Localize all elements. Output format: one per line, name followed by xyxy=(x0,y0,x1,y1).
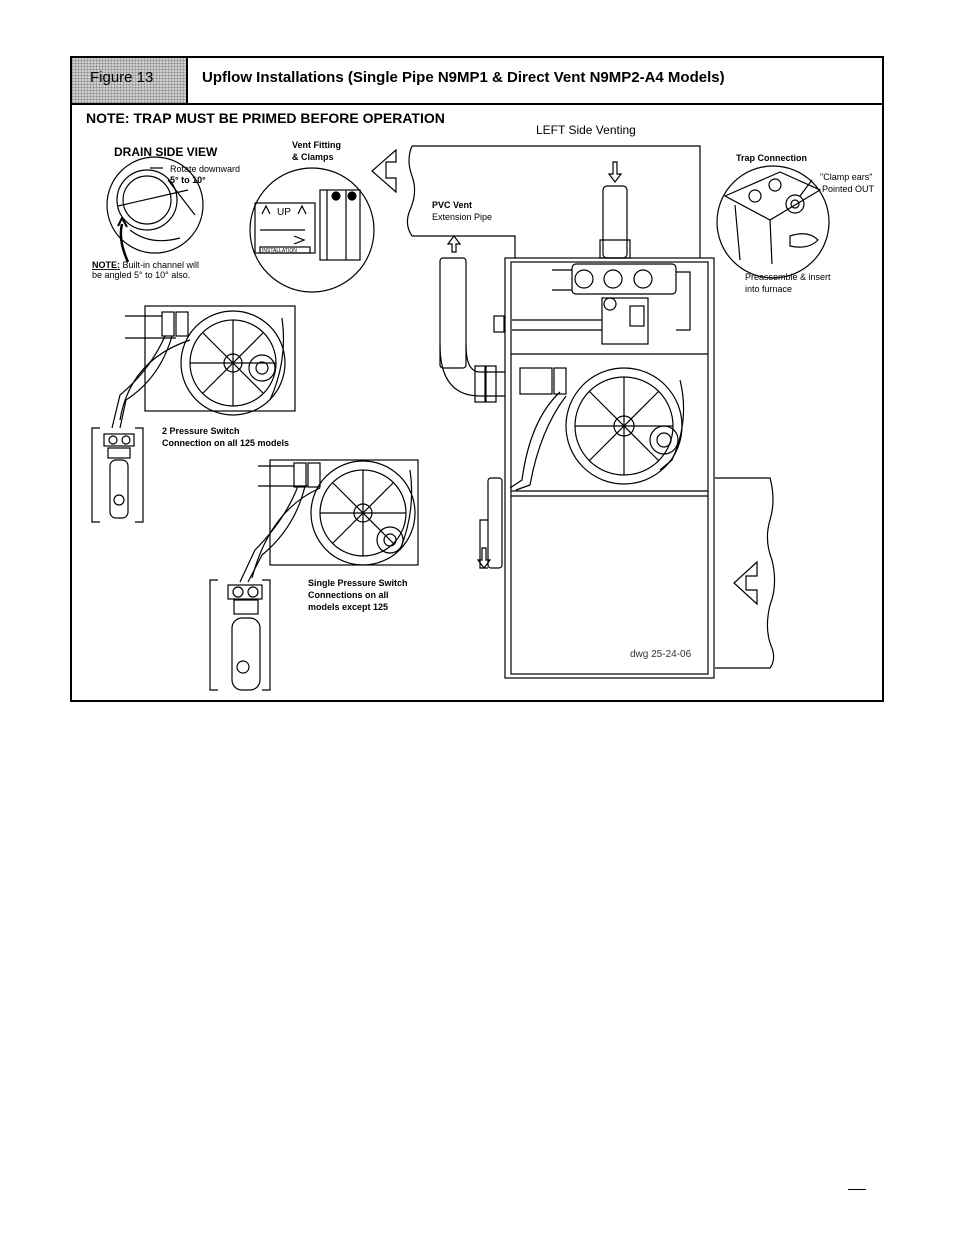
figure-number: Figure 13 xyxy=(90,69,154,86)
figure-frame: Figure 13 Upflow Installations (Single P… xyxy=(70,56,884,702)
vent-fitting-detail xyxy=(249,167,375,293)
clamp-ears-label-1: "Clamp ears" xyxy=(820,172,872,182)
drain-arrow-icon xyxy=(476,547,492,569)
left-wall-outline xyxy=(406,145,701,258)
pvc-vent-label-2: Extension Pipe xyxy=(432,212,492,222)
upper-trap-assembly xyxy=(91,427,144,523)
trap-connection-label: Trap Connection xyxy=(736,153,807,163)
furnace-cabinet xyxy=(504,257,715,679)
return-arrow-icon xyxy=(733,560,758,606)
inlet-arrow-icon xyxy=(446,235,462,253)
drain-side-view-detail xyxy=(106,156,204,254)
up-label: UP xyxy=(277,207,291,218)
preassemble-label-2: into furnace xyxy=(745,284,792,294)
vent-arrow-icon xyxy=(607,161,623,183)
figure-title: Upflow Installations (Single Pipe N9MP1 … xyxy=(202,69,725,86)
vent-fitting-label-1: Vent Fitting xyxy=(292,140,341,150)
single-switch-label-3: models except 125 xyxy=(308,602,388,612)
figure-tag: Figure 13 xyxy=(72,58,188,103)
page-number-mark xyxy=(848,1189,866,1190)
trap-connection-detail xyxy=(716,165,830,279)
right-wall-outline xyxy=(715,477,776,669)
drawing-number: dwg 25-24-06 xyxy=(630,649,692,660)
furnace-trap xyxy=(487,477,503,569)
rotate-label-1: Rotate downward xyxy=(170,164,240,174)
single-switch-inducer-detail xyxy=(239,459,419,583)
title-divider xyxy=(72,103,882,105)
rotate-label-2: 5° to 10° xyxy=(170,175,206,185)
builtin-note-label-1: NOTE: Built-in channel will xyxy=(92,260,199,270)
clamp-ears-label-2: Pointed OUT xyxy=(822,184,875,194)
lower-trap-assembly xyxy=(209,579,271,691)
single-switch-label-2: Connections on all xyxy=(308,590,389,600)
priming-note: NOTE: TRAP MUST BE PRIMED BEFORE OPERATI… xyxy=(86,110,445,126)
single-switch-label-1: Single Pressure Switch xyxy=(308,578,408,588)
drain-side-view-label: DRAIN SIDE VIEW xyxy=(114,145,218,159)
pvc-extension-pipe xyxy=(439,235,505,403)
airflow-arrow-icon xyxy=(371,148,397,194)
installation-label: INSTALLATION xyxy=(262,248,297,254)
two-switch-label-2: Connection on all 125 models xyxy=(162,438,289,448)
furnace-vent-pipe xyxy=(602,185,628,259)
left-side-venting-label: LEFT Side Venting xyxy=(536,123,636,137)
builtin-note-label-2: be angled 5° to 10° also. xyxy=(92,270,190,280)
two-switch-label-1: 2 Pressure Switch xyxy=(162,426,240,436)
vent-fitting-label-2: & Clamps xyxy=(292,152,334,162)
preassemble-label-1: Preassemble & insert xyxy=(745,272,831,282)
two-switch-inducer-detail xyxy=(111,305,296,429)
furnace-inducer xyxy=(519,367,683,485)
pvc-vent-label-1: PVC Vent xyxy=(432,200,472,210)
